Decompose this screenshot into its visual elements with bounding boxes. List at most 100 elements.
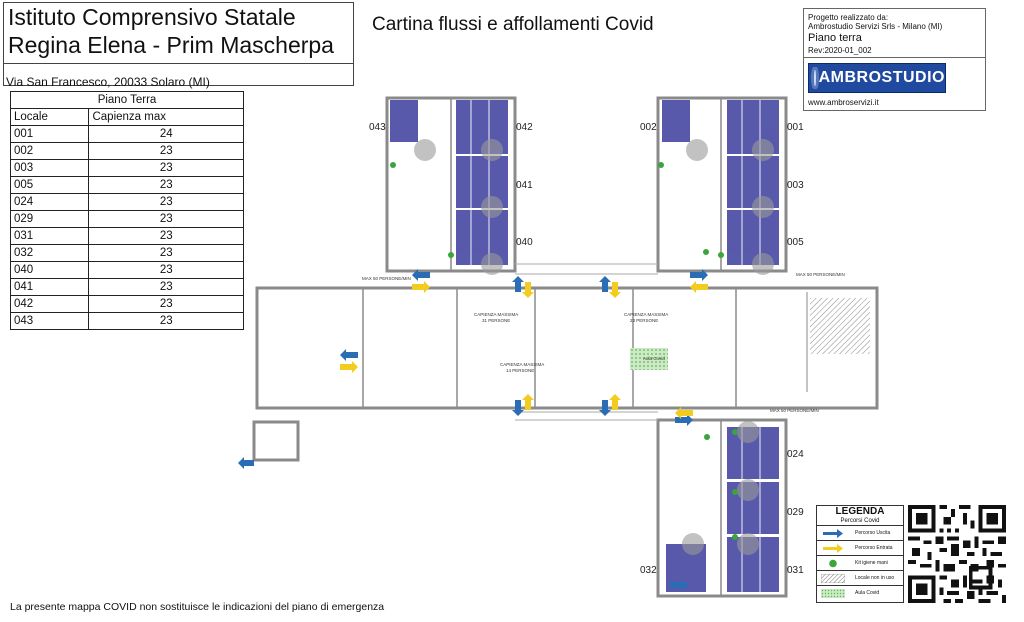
project-divider xyxy=(803,57,986,58)
capacity-cell: 23 xyxy=(88,176,244,194)
capacity-cell: 23 xyxy=(88,210,244,228)
room-cell: 040 xyxy=(9,261,90,279)
capacity-cell: 23 xyxy=(88,227,244,245)
map-title: Cartina flussi e affollamenti Covid xyxy=(372,14,654,35)
column-header-capacity: Capienza max xyxy=(88,108,244,126)
hall-b-capacity-value: 14 PERSONE xyxy=(506,368,535,373)
hand-kit-markers xyxy=(390,162,738,540)
logo-subtext: SERVIZI xyxy=(902,84,926,90)
bottom-wing-flow-note: MAX 50 PERSONE/MIN xyxy=(770,408,819,413)
building-walls xyxy=(252,96,879,598)
title-block xyxy=(3,2,354,86)
legend-label: Kit igiene mani xyxy=(855,560,888,566)
hatch-icon xyxy=(821,574,845,583)
legend-label: Aula Covid xyxy=(855,590,880,596)
room-label-005: 005 xyxy=(787,237,804,248)
room-label-003: 003 xyxy=(787,180,804,191)
arrow-yellow-icon xyxy=(823,544,843,553)
room-cell: 032 xyxy=(9,244,90,262)
hall-c-capacity-value: 23 PERSONE xyxy=(630,318,659,323)
school-name-line1: Istituto Comprensivo Statale xyxy=(8,4,296,30)
room-label-043: 043 xyxy=(369,122,386,133)
room-label-001: 001 xyxy=(787,122,804,133)
entry-arrows xyxy=(340,281,708,419)
room-cell: 003 xyxy=(9,159,90,177)
project-label: Progetto realizzato da: xyxy=(808,13,889,22)
room-label-040: 040 xyxy=(516,237,533,248)
capacity-cell: 23 xyxy=(88,142,244,160)
logo-text: AMBROSTUDIO xyxy=(818,69,945,86)
project-floor: Piano terra xyxy=(808,32,862,44)
legend xyxy=(816,505,904,603)
room-label-029: 029 xyxy=(787,507,804,518)
room-cell: 001 xyxy=(9,125,90,143)
floor-plan-drawing xyxy=(238,96,879,598)
legend-item-unused: Locale non in uso xyxy=(817,570,903,586)
qr-code-icon xyxy=(908,505,1006,603)
arrow-blue-icon xyxy=(823,529,843,538)
room-label-032: 032 xyxy=(640,565,657,576)
hall-c-capacity-title: CAPIENZA MASSIMA xyxy=(624,312,669,317)
room-label-002: 002 xyxy=(640,122,657,133)
aula-covid-area xyxy=(630,348,668,370)
room-label-041: 041 xyxy=(516,180,533,191)
green-dot-icon xyxy=(829,559,837,568)
right-wing-flow-note: MAX 50 PERSONE/MIN xyxy=(796,272,845,277)
room-cell: 031 xyxy=(9,227,90,245)
room-cell: 041 xyxy=(9,278,90,296)
legend-item-aula-covid: Aula Covid xyxy=(817,585,903,601)
project-revision: Rev:2020-01_002 xyxy=(808,46,872,55)
room-cell: 029 xyxy=(9,210,90,228)
legend-item-hand-kit: Kit igiene mani xyxy=(817,555,903,571)
column-header-room: Locale xyxy=(9,108,90,126)
room-cell: 002 xyxy=(9,142,90,160)
capacity-cell: 23 xyxy=(88,159,244,177)
capacity-cell: 23 xyxy=(88,193,244,211)
aula-covid-label: Aula Covid xyxy=(643,356,665,361)
ambrostudio-logo: AMBROSTUDIO xyxy=(808,63,946,93)
legend-label: Locale non in uso xyxy=(855,575,895,581)
project-url: www.ambroservizi.it xyxy=(808,98,879,107)
unused-area xyxy=(810,298,870,354)
teacher-areas xyxy=(414,139,774,555)
hall-b-capacity-title: CAPIENZA MASSIMA xyxy=(500,362,545,367)
desk-gaps xyxy=(470,100,761,592)
room-cell: 042 xyxy=(9,295,90,313)
left-wing-flow-note: MAX 50 PERSONE/MIN xyxy=(362,276,411,281)
legend-item-exit: Percorso Uscita xyxy=(817,525,903,541)
project-company: Ambrostudio Servizi Srls - Milano (MI) xyxy=(808,22,943,31)
room-label-031: 031 xyxy=(787,565,804,576)
capacity-cell: 23 xyxy=(88,261,244,279)
footer-disclaimer: La presente mappa COVID non sostituisce … xyxy=(10,601,385,613)
title-divider xyxy=(3,63,354,64)
table-header-row: Locale Capienza max xyxy=(9,108,244,126)
hall-a-capacity-title: CAPIENZA MASSIMA xyxy=(474,312,519,317)
exit-arrows xyxy=(238,269,708,591)
table-title-row: Piano Terra xyxy=(10,91,244,109)
capacity-cell: 23 xyxy=(88,278,244,296)
hall-a-capacity-value: 31 PERSONE xyxy=(482,318,511,323)
legend-label: Percorso Entrata xyxy=(855,545,893,551)
room-cell: 024 xyxy=(9,193,90,211)
legend-item-entry: Percorso Entrata xyxy=(817,540,903,556)
legend-label: Percorso Uscita xyxy=(855,530,891,536)
table-title: Piano Terra xyxy=(10,91,244,109)
legend-title: LEGENDA xyxy=(835,506,885,517)
school-address: Via San Francesco, 20033 Solaro (MI) xyxy=(6,75,210,89)
capacity-cell: 24 xyxy=(88,125,244,143)
capacity-cell: 23 xyxy=(88,244,244,262)
capacity-cell: 23 xyxy=(88,312,244,330)
sun-icon xyxy=(814,70,816,86)
capacity-cell: 23 xyxy=(88,295,244,313)
